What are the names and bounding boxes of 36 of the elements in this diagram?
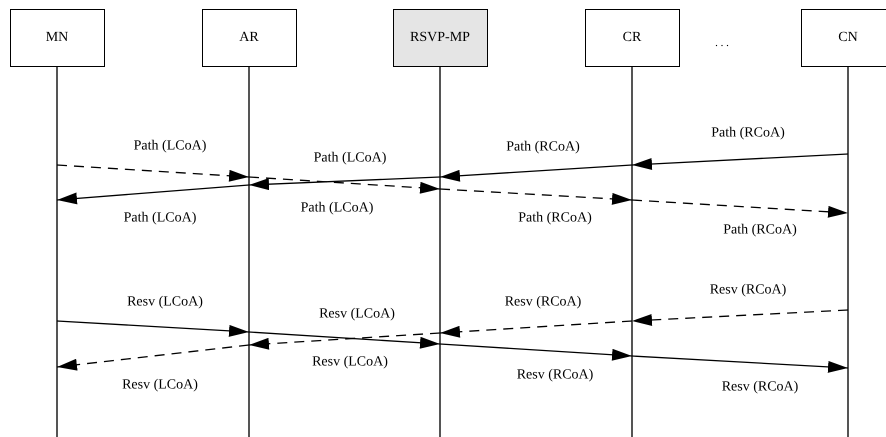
edge-label: Path (LCoA) — [134, 138, 206, 154]
arrow — [440, 188, 632, 205]
arrow — [56, 184, 250, 204]
arrow — [632, 355, 848, 373]
edge-label: Resv (RCoA) — [516, 367, 594, 383]
entity-box: AR — [202, 9, 296, 67]
arrow — [632, 199, 848, 218]
edge-label: Resv (LCoA) — [127, 294, 203, 310]
ellipsis-dots: . . . — [715, 36, 729, 50]
edge-label: Resv (RCoA) — [722, 379, 798, 395]
arrow — [440, 320, 632, 338]
edge-label: Path (RCoA) — [518, 210, 592, 226]
edge-label: Path (LCoA) — [314, 150, 386, 166]
edge-label: Resv (RCoA) — [710, 282, 786, 298]
arrow — [56, 164, 250, 182]
arrow — [440, 164, 632, 182]
arrow — [440, 343, 632, 361]
arrow — [248, 176, 440, 190]
edge-label: Resv (LCoA) — [319, 306, 395, 322]
arrow — [56, 320, 250, 337]
entity-box: CN — [800, 9, 886, 67]
entity-box: MN — [10, 9, 104, 67]
edge-label: Path (RCoA) — [711, 125, 785, 141]
edge-label: Path (LCoA) — [124, 210, 196, 226]
arrow — [56, 344, 250, 371]
arrow — [632, 153, 848, 170]
entity-box: CR — [584, 9, 680, 67]
arrow — [632, 309, 848, 326]
edge-label: Resv (LCoA) — [312, 354, 388, 370]
edge-label: Resv (LCoA) — [122, 377, 198, 393]
arrow — [248, 176, 440, 194]
entity-box: RSVP-MP — [392, 9, 488, 67]
edge-label: Resv (RCoA) — [504, 294, 582, 310]
edge-label: Path (RCoA) — [723, 222, 797, 238]
edge-label: Path (LCoA) — [300, 200, 374, 216]
edge-label: Path (RCoA) — [506, 139, 580, 155]
